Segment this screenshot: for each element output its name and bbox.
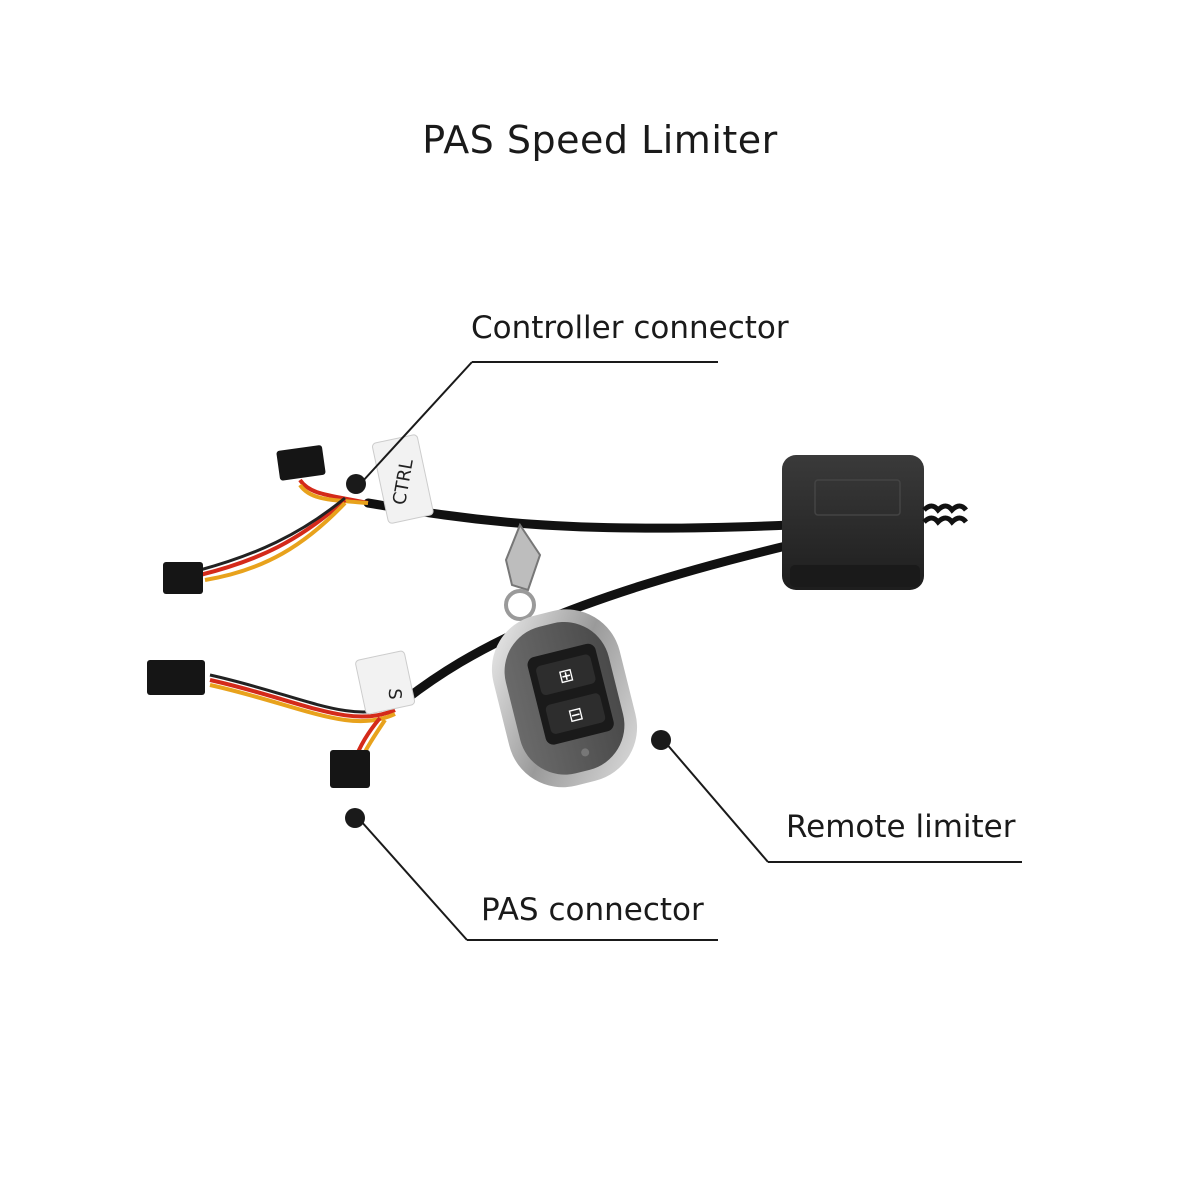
pas-connector-top	[147, 660, 205, 695]
callout-controller	[346, 361, 718, 494]
ctrl-wiring	[163, 445, 369, 594]
svg-text:⊞: ⊞	[556, 664, 576, 688]
pas-marker-dot	[345, 808, 365, 828]
remote-fob: ⊞ ⊟	[491, 609, 638, 788]
ctrl-connector-bottom	[163, 562, 203, 594]
pas-tag-text: S	[384, 688, 405, 699]
ctrl-tag: CTRL	[372, 434, 434, 524]
pas-connector-label: PAS connector	[481, 892, 704, 928]
remote-marker-dot	[651, 730, 671, 750]
keyring-clip	[504, 522, 542, 621]
remote-limiter-label: Remote limiter	[786, 809, 1016, 845]
pas-connector-bottom	[330, 750, 370, 788]
controller-connector-label: Controller connector	[471, 310, 789, 346]
callout-remote	[651, 730, 1022, 863]
control-box	[782, 455, 968, 590]
page-title: PAS Speed Limiter	[422, 118, 778, 162]
svg-text:⊟: ⊟	[566, 703, 586, 727]
ctrl-connector-top	[276, 445, 326, 481]
callout-pas	[345, 808, 718, 941]
controller-marker-dot	[346, 474, 366, 494]
pas-wiring	[147, 660, 396, 788]
pas-tag: S	[355, 650, 416, 715]
